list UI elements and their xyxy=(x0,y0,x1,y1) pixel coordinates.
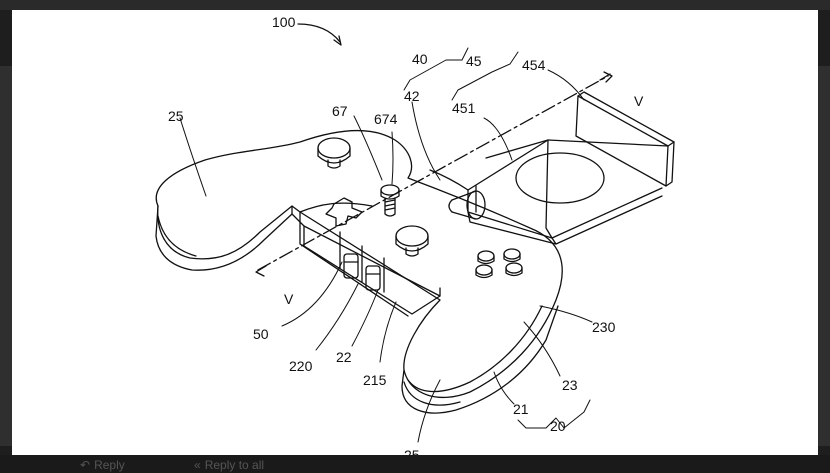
connector-post xyxy=(429,169,486,220)
label-45: 45 xyxy=(466,53,482,69)
thumbstick-left xyxy=(317,137,351,169)
label-451: 451 xyxy=(452,100,476,116)
patent-drawing: 100 25 67 674 40 45 454 42 451 V V 50 22… xyxy=(155,14,675,463)
label-215: 215 xyxy=(363,372,387,388)
top-strip xyxy=(0,0,830,10)
email-action-bar xyxy=(0,455,830,473)
reply-icon: ↶ xyxy=(80,458,91,472)
label-21: 21 xyxy=(513,401,529,417)
label-23: 23 xyxy=(562,377,578,393)
holder-tray xyxy=(467,91,675,245)
right-backdrop xyxy=(818,66,830,446)
arrow-100 xyxy=(297,23,342,46)
label-v-bottom: V xyxy=(284,291,294,307)
label-22: 22 xyxy=(336,349,352,365)
controller-body xyxy=(155,129,563,414)
section-line xyxy=(255,71,613,277)
label-25-top: 25 xyxy=(168,108,184,124)
label-674: 674 xyxy=(374,111,398,127)
action-buttons xyxy=(475,248,523,279)
reference-labels: 100 25 67 674 40 45 454 42 451 V V 50 22… xyxy=(168,14,644,463)
reply-button[interactable]: ↶ Reply xyxy=(80,458,125,472)
label-230: 230 xyxy=(592,319,616,335)
reply-all-button[interactable]: « Reply to all xyxy=(194,458,264,472)
label-40: 40 xyxy=(412,51,428,67)
label-42: 42 xyxy=(404,88,420,104)
thumbstick-right xyxy=(395,225,429,257)
label-454: 454 xyxy=(522,57,546,73)
reply-all-label: Reply to all xyxy=(204,458,265,472)
left-backdrop xyxy=(0,66,12,446)
label-67: 67 xyxy=(332,103,348,119)
reply-all-icon: « xyxy=(194,458,201,472)
label-220: 220 xyxy=(289,358,313,374)
label-100: 100 xyxy=(272,14,296,30)
label-50: 50 xyxy=(253,326,269,342)
screw xyxy=(380,184,400,217)
reply-label: Reply xyxy=(94,458,125,472)
image-viewer: 100 25 67 674 40 45 454 42 451 V V 50 22… xyxy=(12,10,818,465)
dpad xyxy=(325,197,363,227)
label-v-top: V xyxy=(634,93,644,109)
label-20: 20 xyxy=(550,418,566,434)
leader-lines xyxy=(179,47,593,443)
